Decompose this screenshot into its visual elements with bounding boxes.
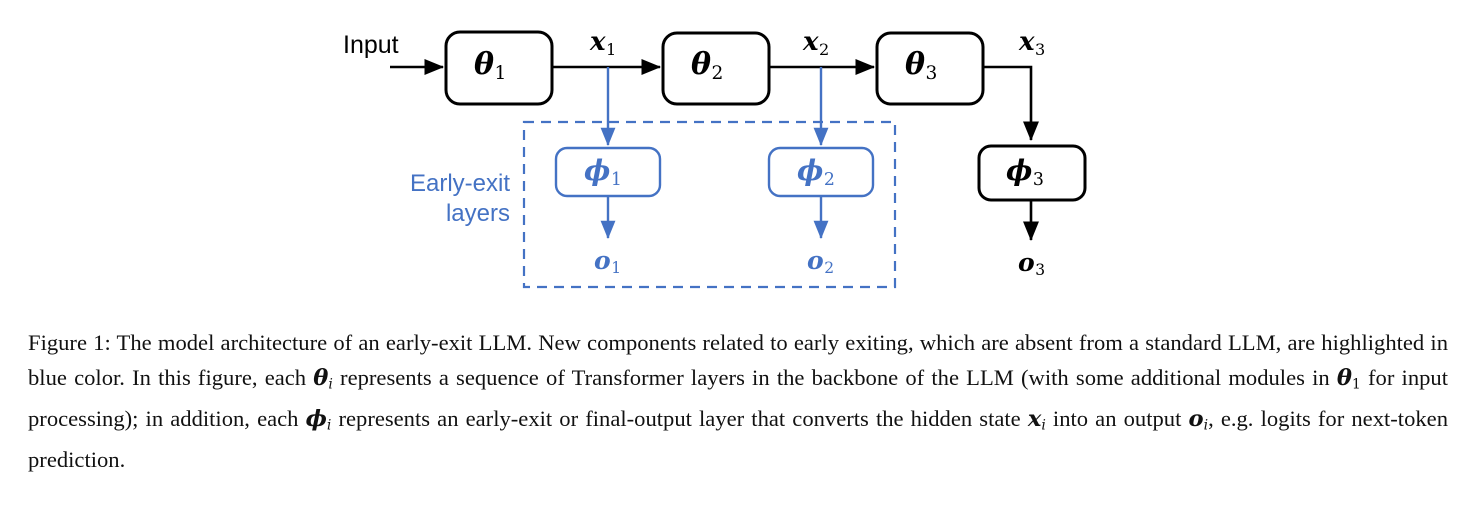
caption-segment-1: The model architecture of an early-exit … xyxy=(28,330,1448,390)
o-1-label: o1 xyxy=(594,246,622,278)
caption-segment-3: for input processing); in addition, each xyxy=(28,364,1449,431)
phi-3-label: ϕ3 xyxy=(1006,154,1044,190)
caption-segment-5: into an output xyxy=(1045,405,1189,431)
theta-2-box xyxy=(661,31,771,106)
caption-math-x-i: xi xyxy=(1027,405,1046,434)
early-exit-label-line-2: layers xyxy=(445,200,510,227)
caption-math-o-i: oi xyxy=(1188,405,1209,434)
caption-segment-4: represents an early-exit or final-output… xyxy=(331,405,1028,431)
x-3-label: x3 xyxy=(1019,27,1046,59)
early-exit-region xyxy=(522,120,897,289)
x-2-label: x2 xyxy=(803,27,830,59)
figure-caption: Figure 1: The model architecture of an e… xyxy=(28,326,1448,478)
caption-prefix: Figure 1: xyxy=(28,330,111,355)
early-exit-label-line-1: Early-exit xyxy=(409,170,510,197)
caption-math-theta-1: θ1 xyxy=(1336,364,1361,393)
caption-math-theta-i: θi xyxy=(313,364,333,393)
theta-3-box xyxy=(875,31,985,106)
caption-segment-6: , e.g. logits for next-token prediction. xyxy=(28,405,1448,473)
o-2-label: o2 xyxy=(807,246,835,278)
x3-path xyxy=(983,65,1040,142)
o-3-label: o3 xyxy=(1018,248,1046,280)
input-label: Input xyxy=(343,31,399,59)
x-1-label: x1 xyxy=(590,27,617,59)
figure-diagram: Input Early-exit layers θ1 θ2 θ3 ϕ1 ϕ2 ϕ… xyxy=(343,27,1087,289)
phi-1-label: ϕ1 xyxy=(584,154,622,190)
caption-math-phi-i: ϕi xyxy=(305,405,332,434)
phi-2-label: ϕ2 xyxy=(797,154,835,190)
diagram-canvas xyxy=(390,30,1087,289)
theta-2-label: θ2 xyxy=(691,47,724,85)
theta-1-label: θ1 xyxy=(474,47,507,85)
theta-3-label: θ3 xyxy=(905,47,938,85)
caption-segment-2: represents a sequence of Transformer lay… xyxy=(332,364,1337,390)
early-exit-layers-label: Early-exit layers xyxy=(398,169,510,229)
